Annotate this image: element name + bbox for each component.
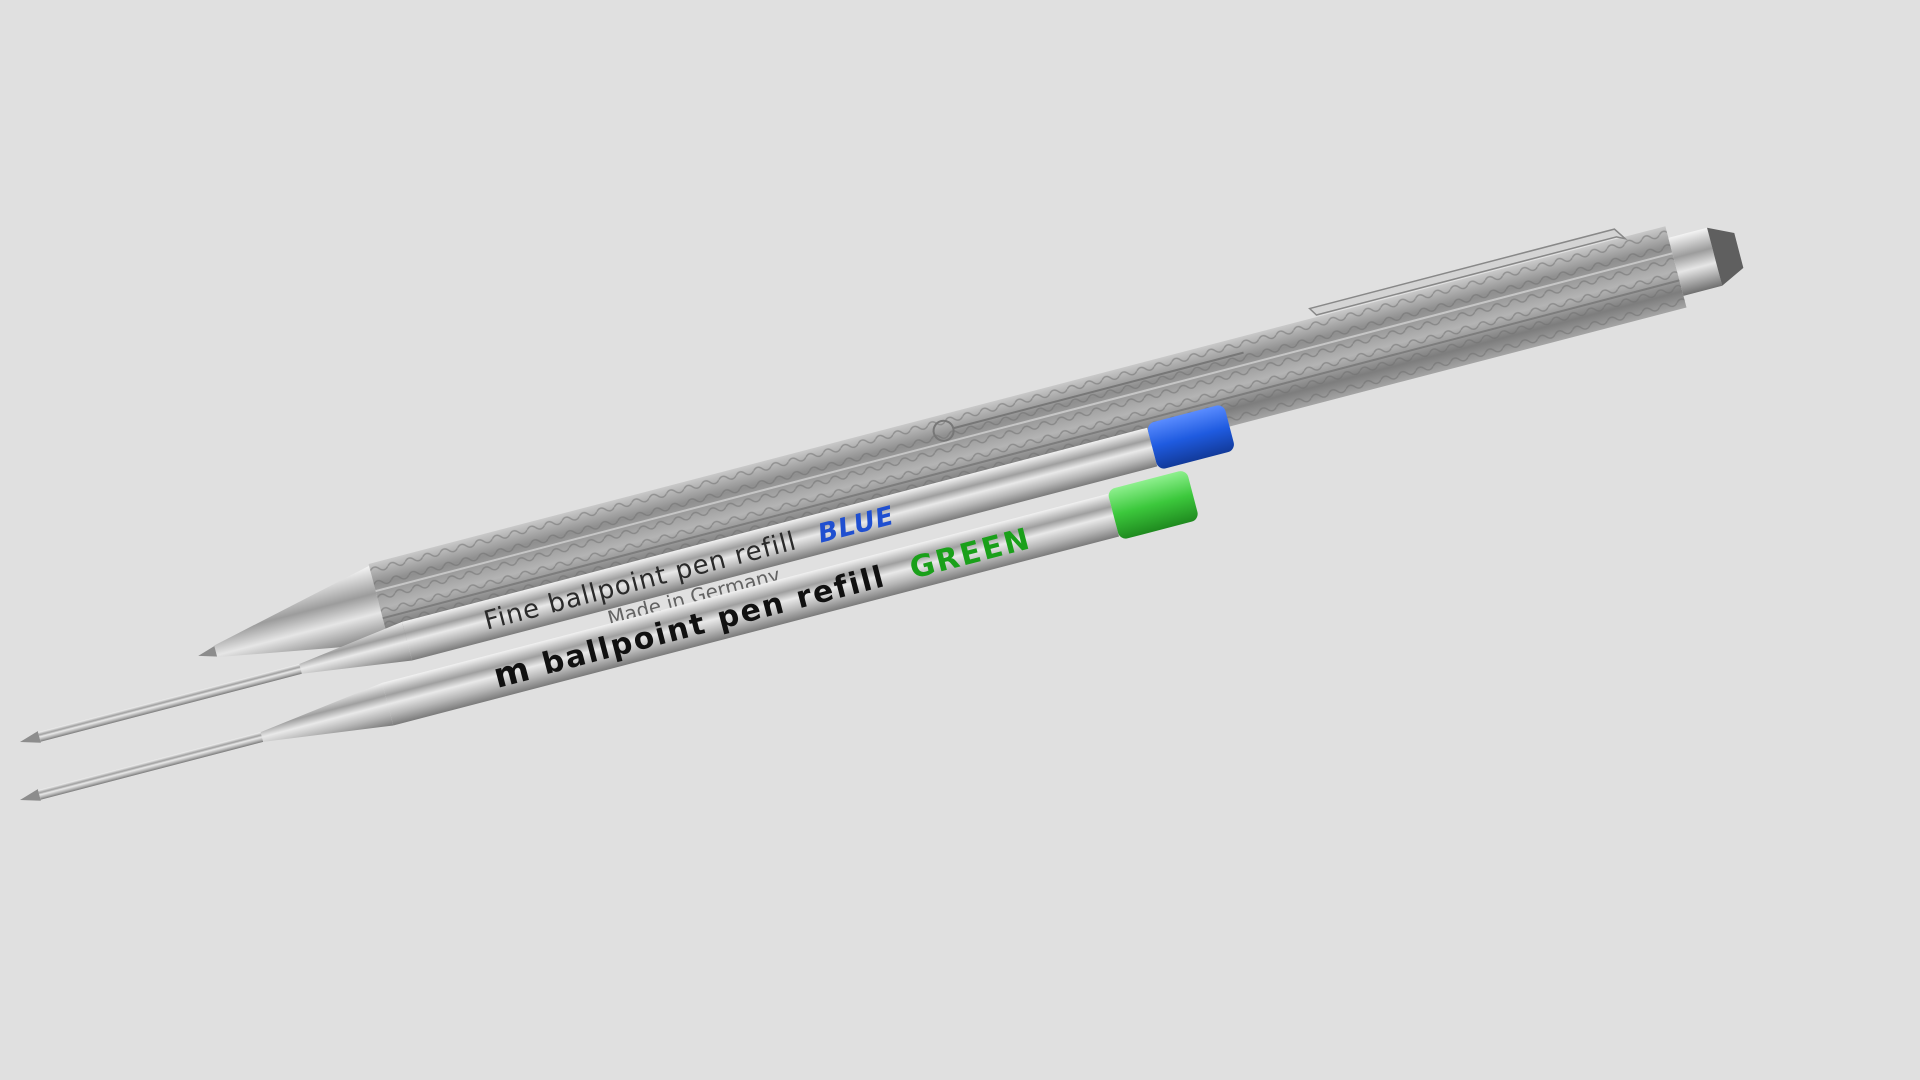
pen-push-button bbox=[1668, 227, 1723, 296]
pen-clip bbox=[1308, 228, 1628, 316]
pen-body-texture bbox=[368, 226, 1687, 646]
refill-blue-cap bbox=[1147, 405, 1234, 469]
refill-blue-point bbox=[20, 731, 41, 743]
refill-green-tube bbox=[382, 493, 1120, 726]
refill-green-needle bbox=[38, 732, 264, 800]
pen-body-facet-edge bbox=[375, 252, 1673, 593]
pen-end-cap bbox=[1707, 227, 1744, 286]
refill-green-cap bbox=[1108, 471, 1198, 539]
refill-blue-needle bbox=[38, 664, 302, 742]
refill-green-point bbox=[20, 789, 41, 801]
refill-blue: Fine ballpoint pen refill BLUE Made in G… bbox=[20, 405, 1234, 743]
pen-cone-tip bbox=[214, 565, 390, 658]
refill-blue-tube bbox=[402, 427, 1158, 661]
refill-blue-taper bbox=[299, 621, 413, 674]
refill-green-taper bbox=[260, 682, 394, 742]
pen-body-facet-edge bbox=[382, 279, 1680, 620]
pen-slot-line bbox=[953, 351, 1244, 430]
pen-ball-tip bbox=[198, 645, 220, 657]
ballpoint-pen bbox=[198, 226, 1744, 658]
